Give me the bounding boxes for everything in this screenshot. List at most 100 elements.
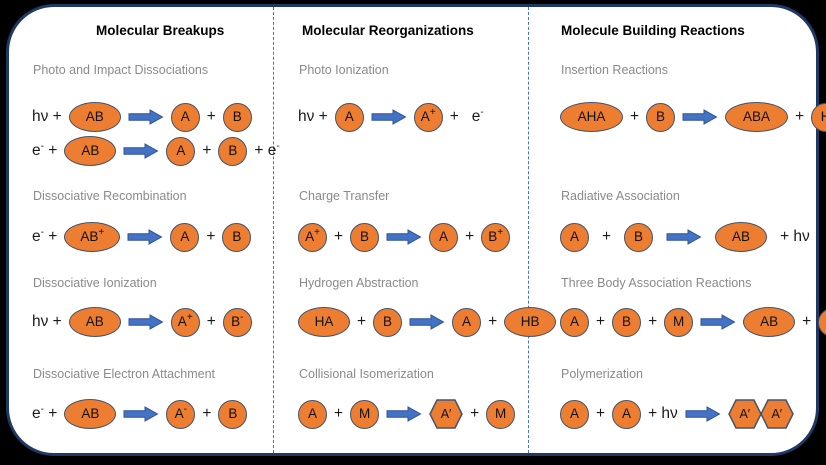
species-circle: A+ [413, 102, 443, 132]
column-title: Molecular Breakups [96, 23, 225, 38]
section-label: Photo and Impact Dissociations [33, 63, 209, 77]
reaction-arrow-icon [666, 229, 702, 245]
species-label: AB [81, 407, 99, 421]
species-label: A [622, 407, 631, 421]
species-label: H [821, 110, 826, 124]
text-segment: AB [81, 143, 100, 159]
text-segment: A [177, 314, 187, 329]
reaction-row: e- +AB+A+B [32, 219, 252, 255]
text-segment: + [334, 405, 344, 423]
text-segment: B [622, 314, 632, 330]
text-segment: B [383, 314, 393, 330]
section-label: Dissociative Electron Attachment [33, 367, 216, 381]
reaction-arrow-icon [386, 406, 422, 422]
species-ellipse: AB [743, 307, 796, 337]
text-segment: A [420, 109, 430, 124]
species-ellipse: AB+ [64, 222, 121, 252]
species-hexagon: A′ [429, 399, 463, 429]
text-segment: + [334, 228, 344, 246]
text-segment: AHA [577, 109, 606, 125]
column-title: Molecule Building Reactions [561, 23, 745, 38]
text-segment: AB [732, 229, 751, 245]
species-label: M [495, 407, 506, 421]
species-label: A [462, 315, 471, 329]
species-circle: A [560, 307, 589, 337]
text-segment: A′ [739, 407, 751, 421]
species-circle: B [612, 307, 642, 337]
text-segment: A [622, 406, 632, 422]
species-label: B+ [488, 228, 503, 244]
text-segment: M [358, 406, 371, 422]
superscript: - [276, 141, 280, 153]
reaction-arrow-icon [371, 109, 407, 125]
reaction-text: + [795, 109, 804, 125]
text-segment: + [465, 228, 475, 246]
species-circle: A+ [298, 222, 327, 252]
text-segment: + [602, 228, 612, 246]
reaction-arrow-icon [128, 109, 164, 125]
superscript: - [240, 312, 244, 323]
reaction-text: + [202, 143, 211, 159]
reaction-text: + [630, 109, 639, 125]
species-circle: A+ [170, 307, 200, 337]
text-segment: + [202, 405, 212, 423]
text-segment: + [357, 313, 367, 331]
species-label: B [360, 230, 369, 244]
text-segment: A [462, 314, 472, 330]
reaction-text: + [334, 406, 343, 422]
reaction-text: + [465, 229, 474, 245]
superscript: - [40, 141, 44, 153]
text-segment: B [360, 229, 370, 245]
text-segment: + [795, 108, 805, 126]
species-label: AB [732, 230, 750, 244]
text-segment: + [488, 313, 498, 331]
text-segment: HB [520, 314, 540, 330]
species-label: A′ [728, 399, 762, 429]
superscript: + [98, 227, 105, 238]
species-circle: M [818, 307, 826, 337]
species-label: A [570, 315, 579, 329]
reaction-arrow-icon [123, 406, 159, 422]
species-circle: A [452, 307, 482, 337]
species-ellipse: HA [298, 307, 350, 337]
superscript: - [480, 107, 484, 119]
species-circle: B+ [481, 222, 511, 252]
species-label: A [439, 230, 448, 244]
reaction-text: + [596, 406, 605, 422]
species-ellipse: AB [715, 222, 768, 252]
superscript: - [40, 227, 44, 239]
text-segment: B [228, 143, 238, 159]
text-segment: + [206, 228, 216, 246]
species-label: AB [81, 144, 99, 158]
species-circle: A [170, 102, 200, 132]
text-segment: hν + [32, 313, 62, 331]
text-segment: A [180, 229, 190, 245]
text-segment: e [32, 228, 41, 246]
reaction-row: HA + B A + HB [298, 304, 557, 340]
species-circle: B [222, 102, 252, 132]
reaction-arrow-icon [386, 229, 422, 245]
reaction-arrow-icon [123, 143, 159, 159]
species-circle: M [664, 307, 694, 337]
text-segment: M [673, 314, 685, 330]
text-segment: A′ [440, 407, 452, 421]
text-segment: hν + [32, 108, 62, 126]
column-title: Molecular Reorganizations [302, 23, 474, 38]
section-label: Three Body Association Reactions [561, 276, 752, 290]
reaction-arrow-icon [700, 314, 736, 330]
text-segment: M [495, 406, 507, 422]
species-circle: B [373, 307, 403, 337]
species-label: B [228, 407, 237, 421]
reaction-text: + [357, 314, 366, 330]
species-label: AB [86, 315, 104, 329]
text-segment: hν + [298, 108, 328, 126]
